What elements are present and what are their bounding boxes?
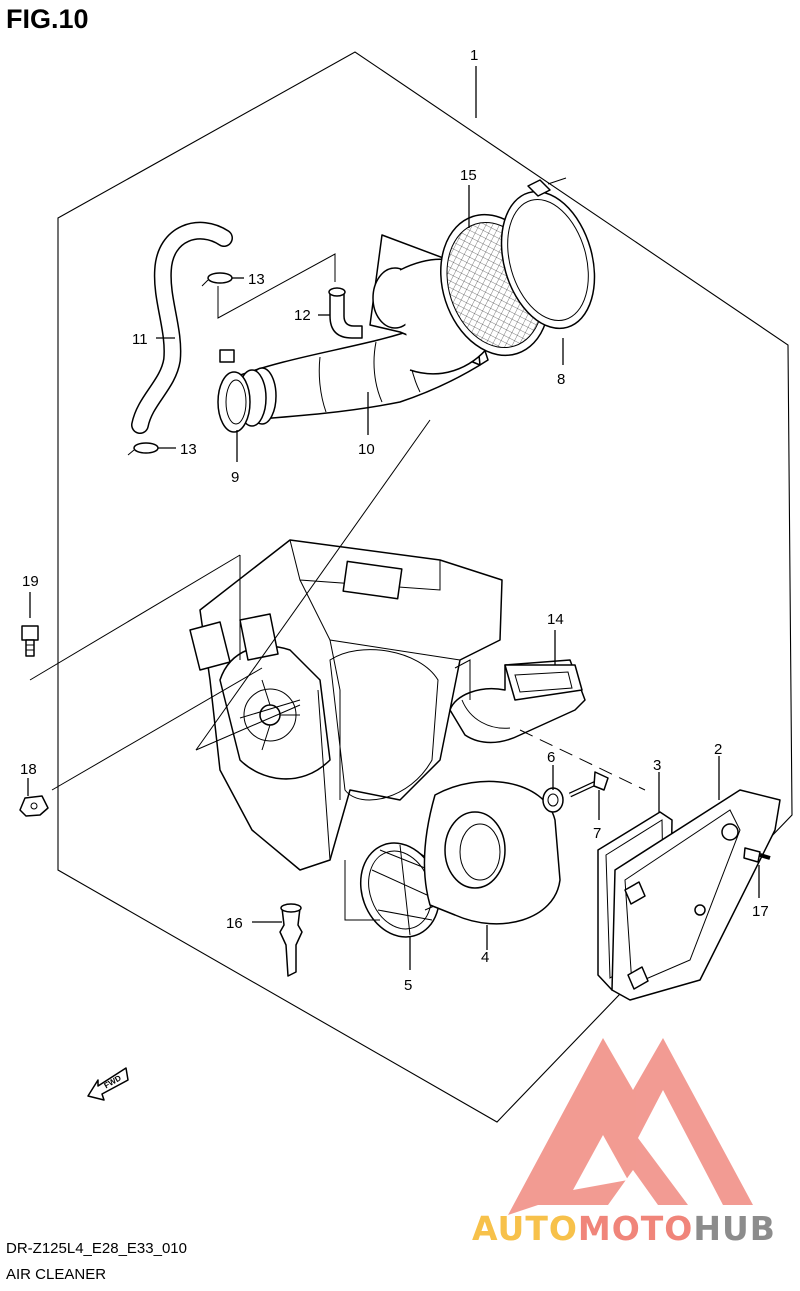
callout-14: 14	[547, 611, 564, 628]
assembly-boundary	[57, 51, 793, 1123]
fwd-direction-arrow: FWD	[87, 1067, 129, 1101]
callout-17: 17	[752, 903, 769, 920]
bolt-part-17	[743, 847, 771, 863]
callout-15: 15	[460, 167, 477, 184]
callout-2: 2	[714, 741, 722, 758]
callout-5: 5	[404, 977, 412, 994]
callout-4: 4	[481, 949, 489, 966]
brand-text-moto: MOTO	[578, 1209, 693, 1248]
callout-8: 8	[557, 371, 565, 388]
callout-1: 1	[470, 47, 478, 64]
clamp-part-13-lower	[127, 442, 159, 456]
brand-logo-icon	[508, 1038, 753, 1215]
callout-13b: 13	[180, 441, 197, 458]
callout-13a: 13	[248, 271, 265, 288]
callout-7: 7	[593, 825, 601, 842]
automotohub-watermark: AUTOMOTOHUB	[472, 1038, 776, 1248]
callout-11: 11	[132, 331, 148, 348]
callout-19: 19	[22, 573, 39, 590]
seal-part-6	[542, 787, 564, 813]
nut-part-18	[19, 795, 49, 817]
band-clamp-part-8	[500, 177, 596, 330]
hose-part-11	[131, 221, 233, 434]
bolt-part-19	[21, 625, 39, 657]
callout-16: 16	[226, 915, 243, 932]
screw-part-7	[568, 771, 609, 798]
boot-part-14	[449, 659, 586, 744]
callout-12: 12	[294, 307, 311, 324]
diagram-caption: AIR CLEANER	[6, 1266, 107, 1283]
cover-part-2	[611, 789, 781, 1001]
figure-title: FIG.10	[6, 4, 89, 34]
drain-plug-part-16	[279, 903, 303, 977]
brand-text: AUTOMOTOHUB	[472, 1209, 776, 1248]
fitting-part-12	[328, 287, 363, 339]
clamp-part-13-upper	[201, 272, 233, 287]
clamp-part-9	[217, 349, 251, 433]
brand-text-auto: AUTO	[472, 1209, 578, 1248]
brand-text-hub: HUB	[693, 1209, 776, 1248]
air-cleaner-case	[189, 539, 503, 871]
callout-9: 9	[231, 469, 239, 486]
filter-element-part-4	[423, 780, 561, 925]
callout-6: 6	[547, 749, 555, 766]
callout-3: 3	[653, 757, 661, 774]
callout-10: 10	[358, 441, 375, 458]
callout-18: 18	[20, 761, 37, 778]
model-code: DR-Z125L4_E28_E33_010	[6, 1240, 187, 1257]
